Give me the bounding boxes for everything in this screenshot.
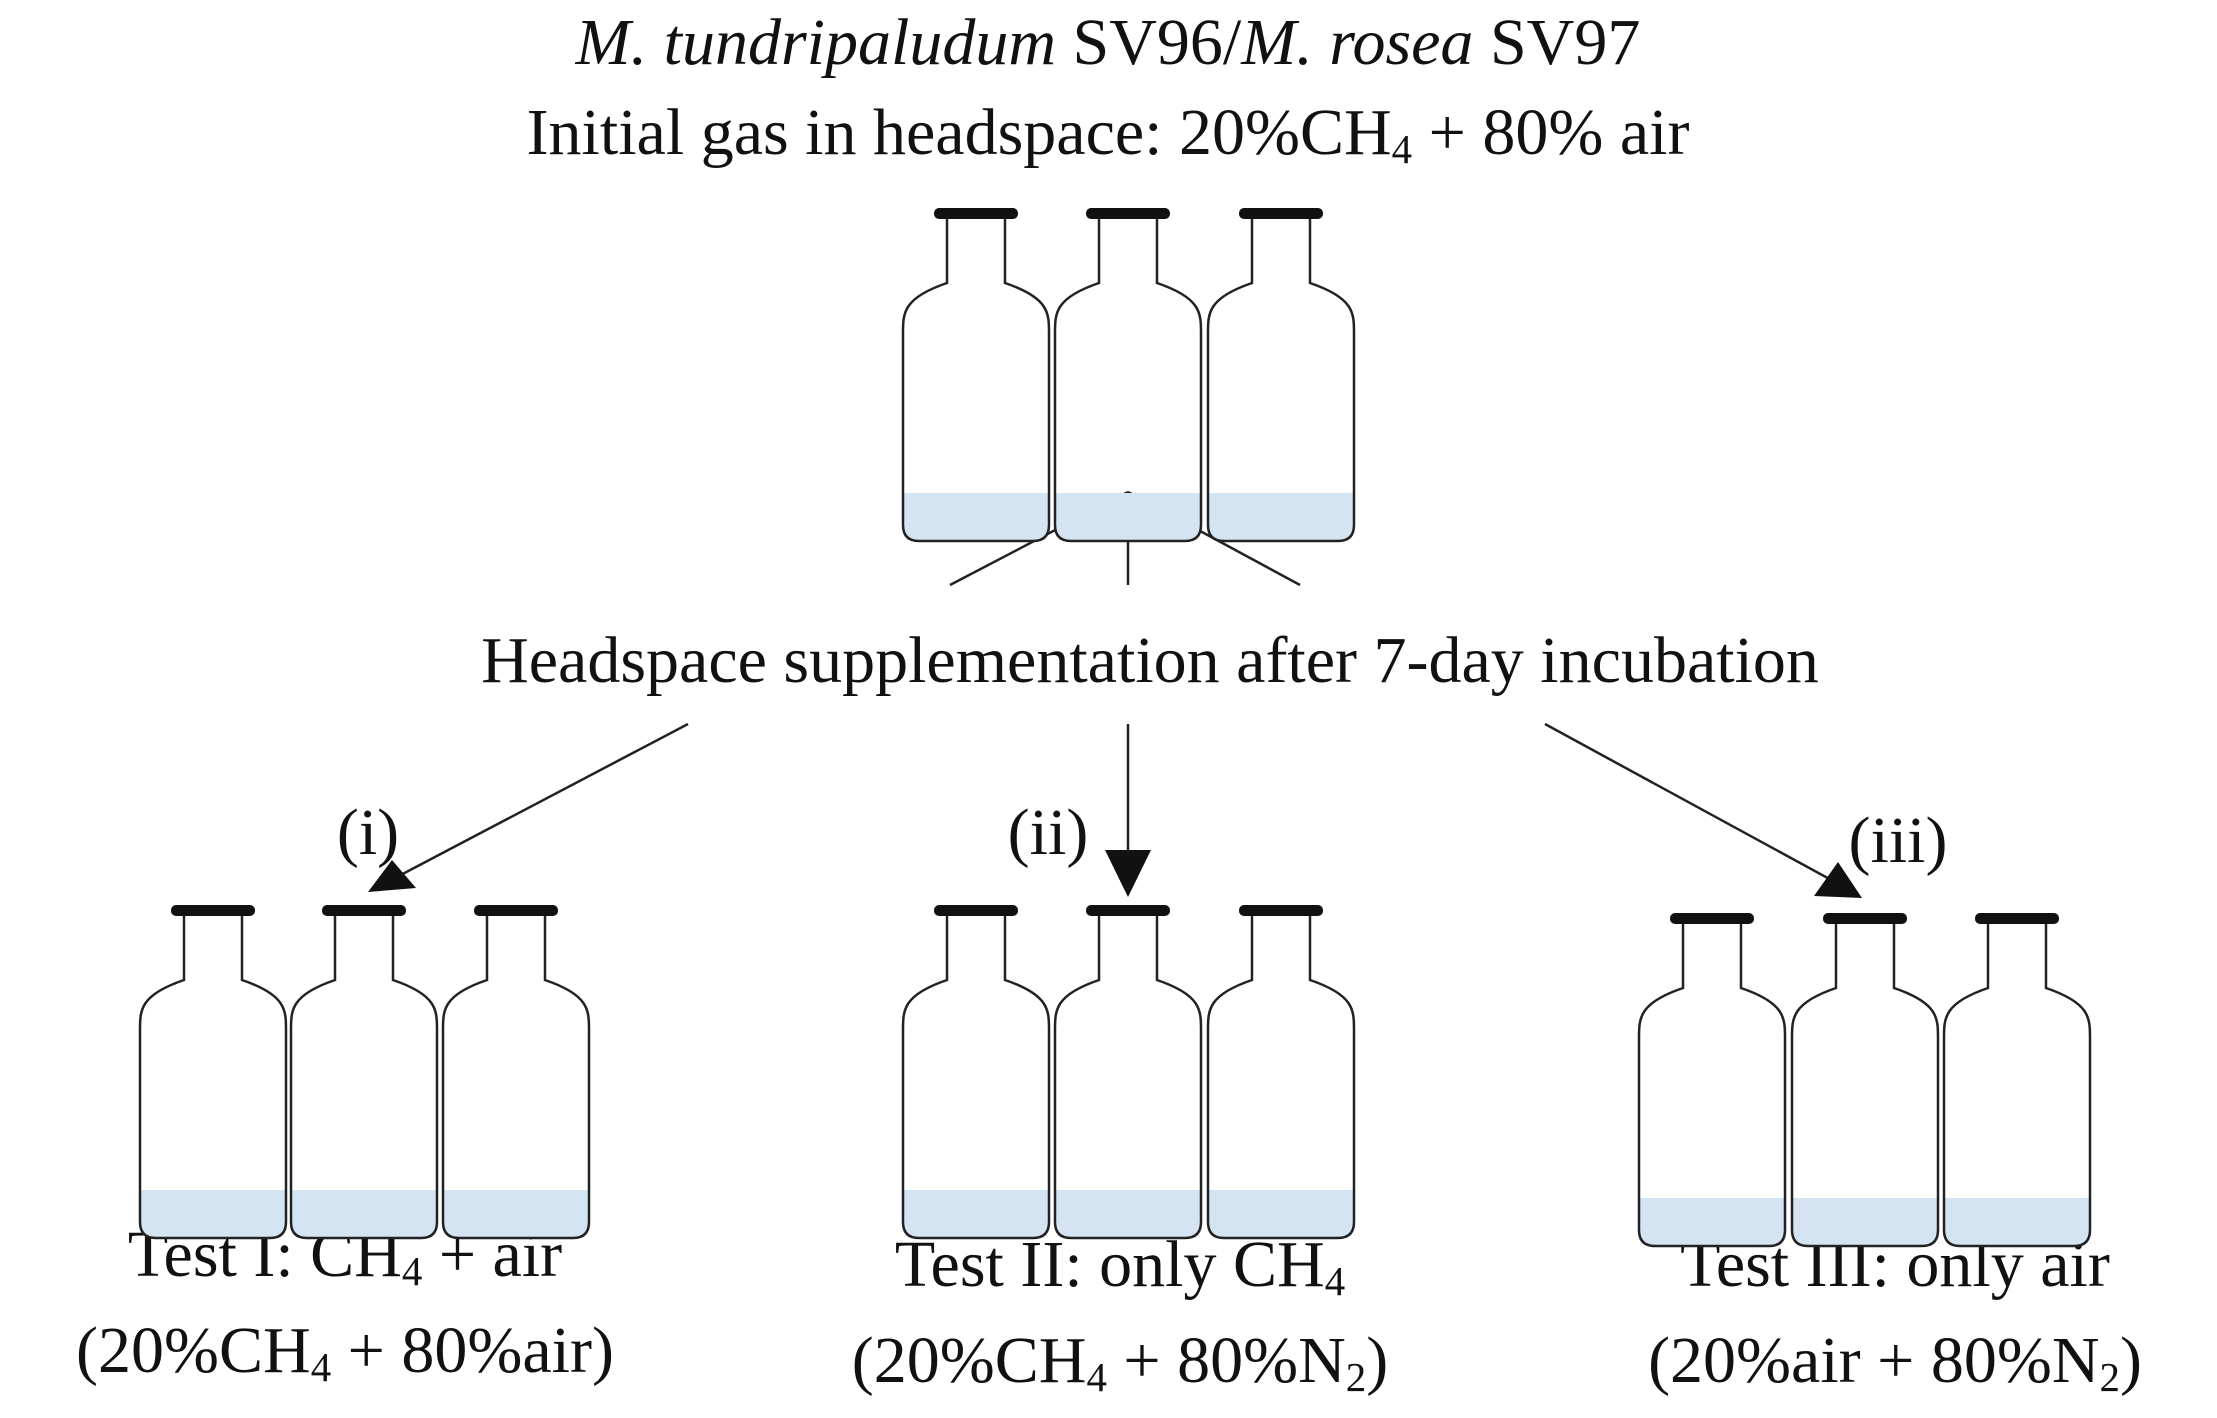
arrow-line-iii (1544, 722, 1836, 884)
branch-marker-iii: (iii) (1848, 804, 1948, 877)
strain-1-label: SV96/ (1056, 6, 1242, 79)
top-bottle-2 (1053, 208, 1203, 543)
test-3-bottle-2 (1790, 913, 1940, 1248)
bottle-cap (1086, 905, 1170, 916)
bottle-cap (1086, 208, 1170, 219)
test-2-bottle-1 (901, 905, 1051, 1240)
bottle-cap (474, 905, 558, 916)
bottle-outline (1637, 924, 1787, 1248)
test-1-mixture: (20%CH4 + 80%air) (76, 1314, 614, 1390)
test-1-bottle-3 (441, 905, 591, 1240)
culture-liquid (1944, 1198, 2090, 1246)
culture-liquid (443, 1190, 589, 1238)
top-bottle-1 (901, 208, 1051, 543)
bottle-outline (289, 916, 439, 1240)
bottle-outline (1206, 219, 1356, 543)
bottle-outline (1053, 219, 1203, 543)
branch-marker-ii: (ii) (1007, 796, 1089, 869)
test-3-bottle-1 (1637, 913, 1787, 1248)
culture-liquid (1639, 1198, 1785, 1246)
bottle-cap (1975, 913, 2059, 924)
bottle-outline (1790, 924, 1940, 1248)
culture-liquid (903, 493, 1049, 541)
supplementation-label: Headspace supplementation after 7-day in… (481, 624, 1819, 697)
culture-liquid (1055, 493, 1201, 541)
arrowhead-iii (1814, 862, 1862, 898)
top-bottle-3 (1206, 208, 1356, 543)
test-1-bottle-1 (138, 905, 288, 1240)
bottle-outline (901, 219, 1051, 543)
branch-marker-i: (i) (336, 796, 400, 869)
test-2-bottle-2 (1053, 905, 1203, 1240)
arrow-line-i (394, 722, 689, 880)
bottle-outline (1206, 916, 1356, 1240)
culture-liquid (1792, 1198, 1938, 1246)
test-2-bottle-3 (1206, 905, 1356, 1240)
culture-liquid (903, 1190, 1049, 1238)
bottle-cap (934, 905, 1018, 916)
culture-liquid (291, 1190, 437, 1238)
bottle-outline (441, 916, 591, 1240)
bottle-outline (1053, 916, 1203, 1240)
culture-liquid (1208, 1190, 1354, 1238)
test-3-mixture: (20%air + 80%N2) (1648, 1324, 2142, 1400)
bottle-cap (934, 208, 1018, 219)
arrowhead-ii (1105, 850, 1151, 897)
bottle-cap (1823, 913, 1907, 924)
bottle-cap (1239, 905, 1323, 916)
bottle-outline (1942, 924, 2092, 1248)
organism-2-name: M. rosea (1241, 6, 1474, 79)
test-2-title: Test II: only CH4 (894, 1228, 1346, 1304)
bottle-cap (1670, 913, 1754, 924)
initial-gas-label: Initial gas in headspace: 20%CH4 + 80% a… (526, 96, 1690, 172)
bottle-outline (901, 916, 1051, 1240)
test-3-bottle-3 (1942, 913, 2092, 1248)
bottle-cap (1239, 208, 1323, 219)
bottle-cap (322, 905, 406, 916)
culture-liquid (1055, 1190, 1201, 1238)
test-1-bottle-2 (289, 905, 439, 1240)
test-2-mixture: (20%CH4 + 80%N2) (851, 1324, 1389, 1400)
bottle-cap (171, 905, 255, 916)
organism-1-name: M. tundripaludum (575, 6, 1057, 79)
arrowhead-i (368, 860, 416, 892)
organism-title: M. tundripaludum SV96/M. rosea SV97 (576, 10, 1641, 76)
strain-2-label: SV97 (1473, 6, 1641, 79)
culture-liquid (1208, 493, 1354, 541)
bottle-outline (138, 916, 288, 1240)
culture-liquid (140, 1190, 286, 1238)
